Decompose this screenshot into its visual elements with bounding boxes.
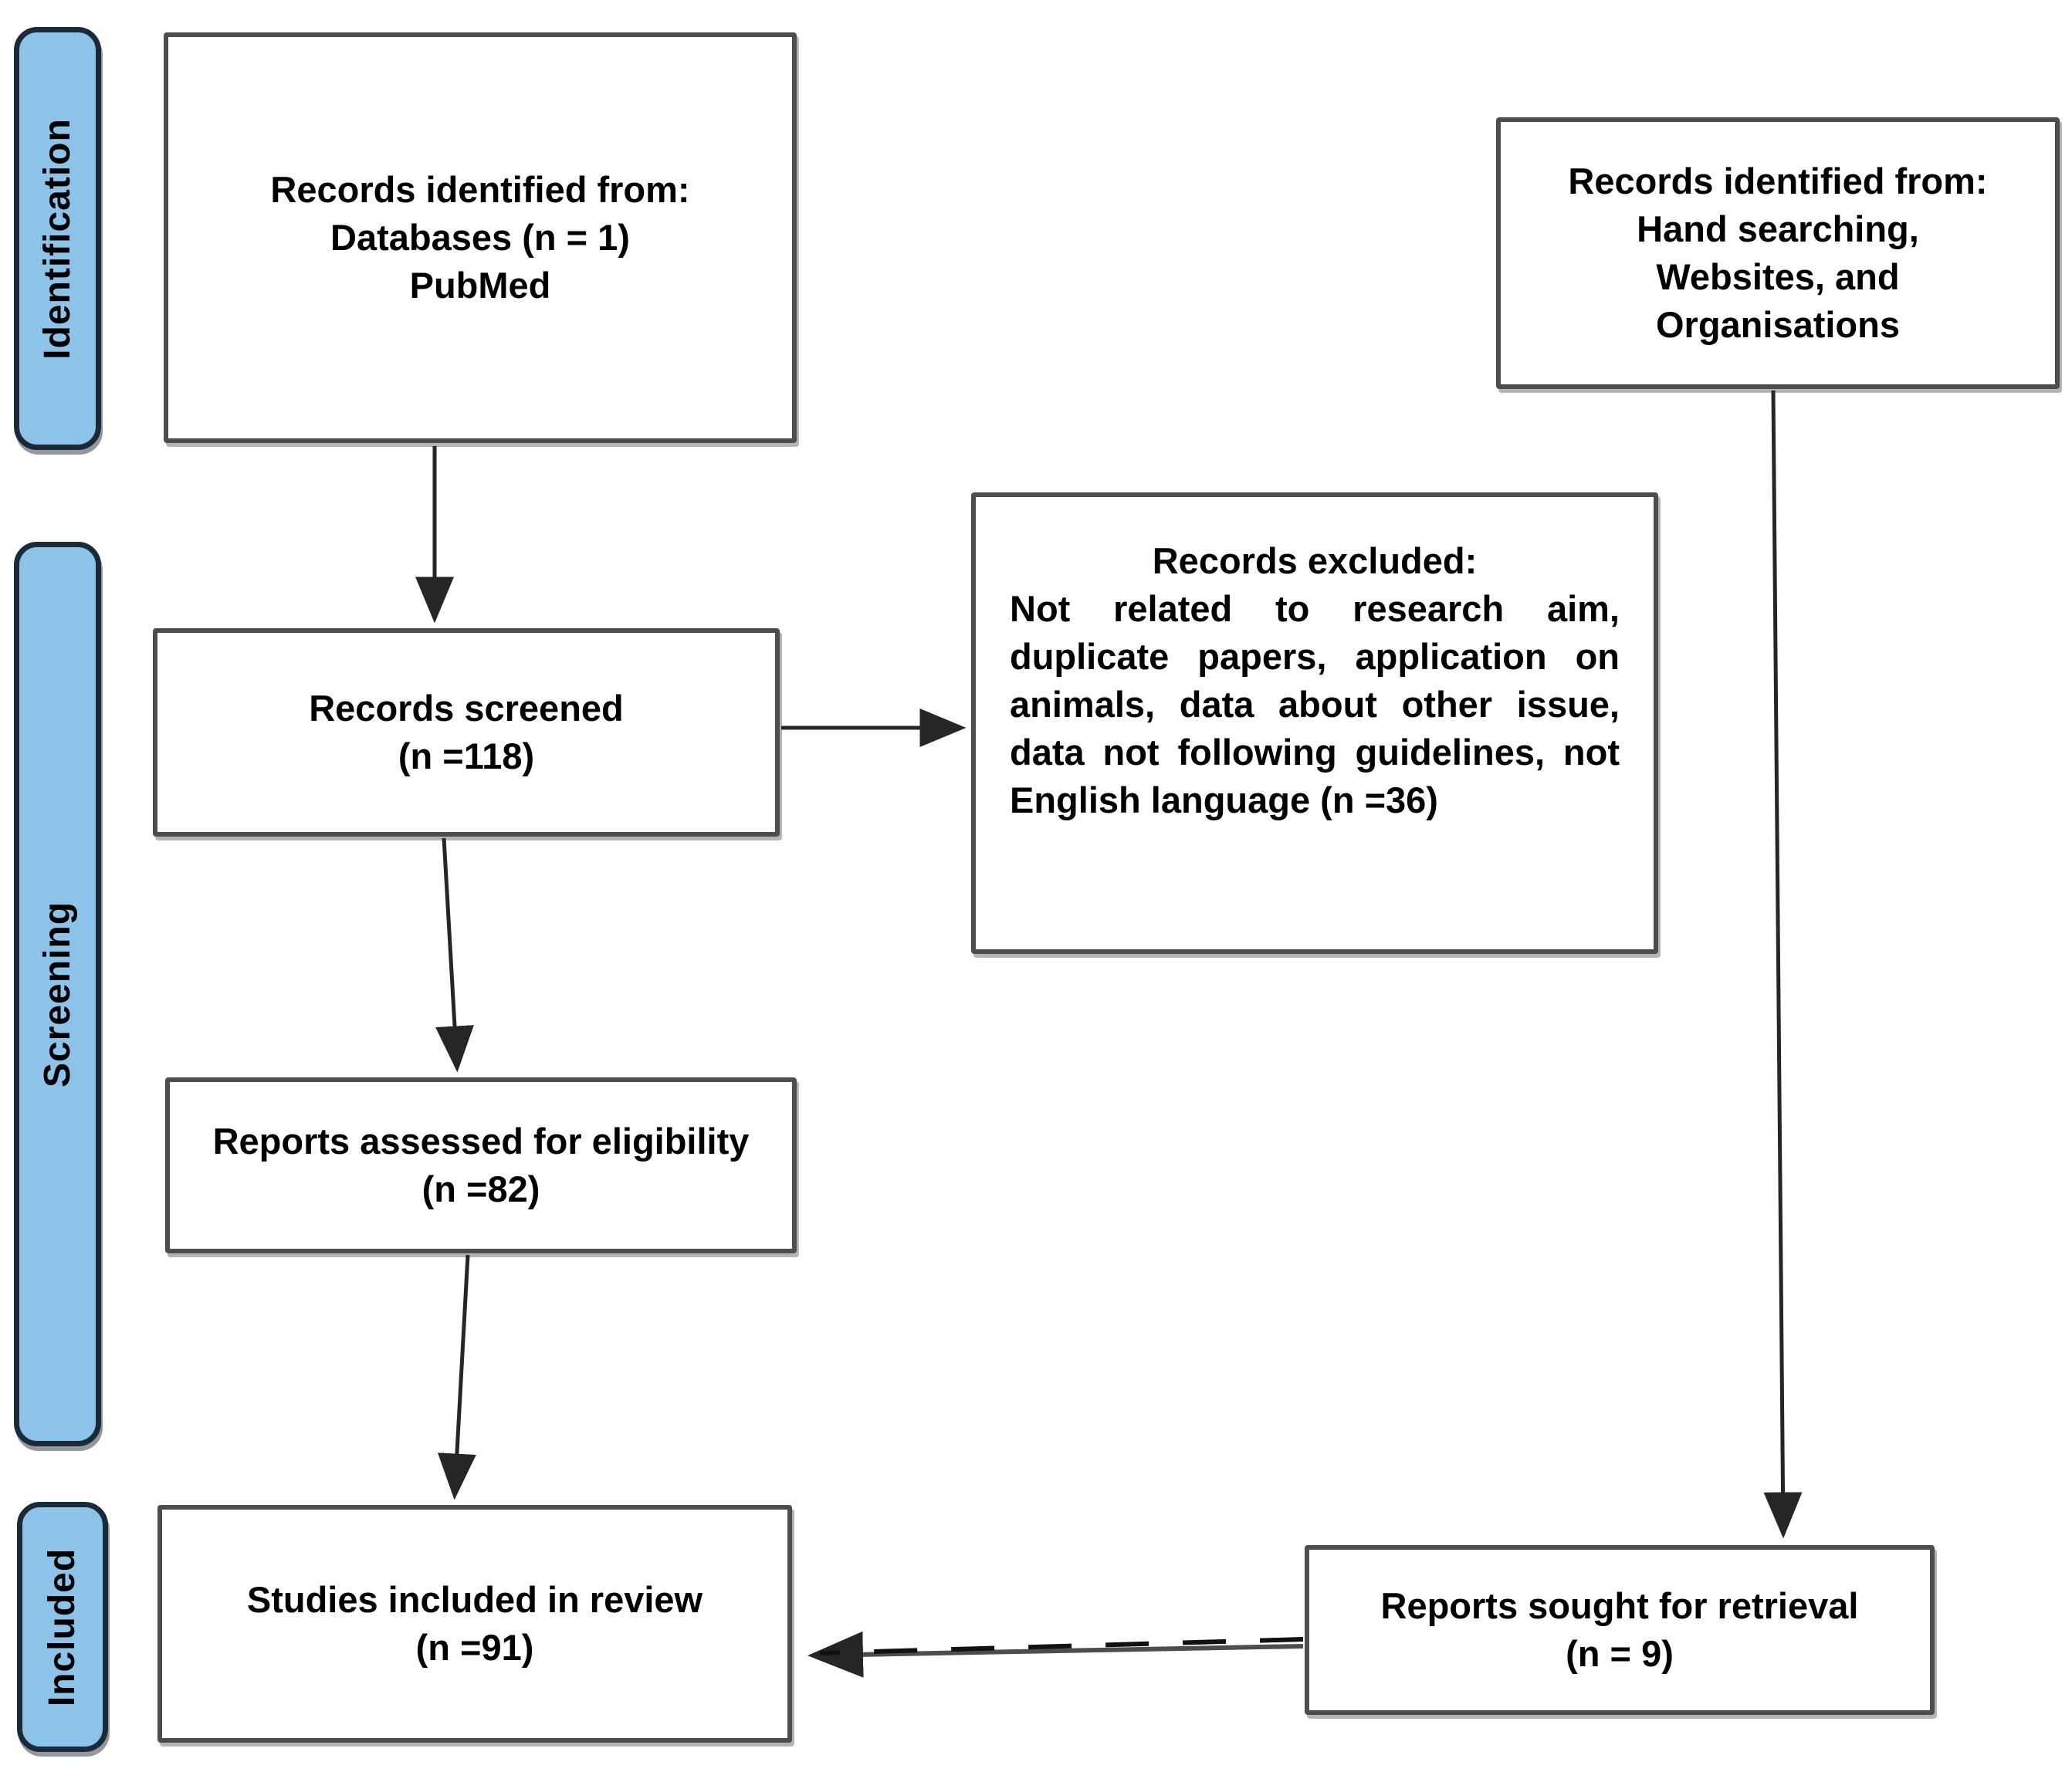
box-text-line: Hand searching, — [1637, 208, 1919, 249]
box-text-line: Reports assessed for eligibility — [212, 1120, 750, 1162]
stage-label-included: Included — [17, 1502, 108, 1752]
box-text-line: PubMed — [409, 265, 551, 306]
box-text-line: Organisations — [1655, 304, 1900, 346]
records-excluded-body: Not related to research aim, duplicate p… — [1010, 588, 1620, 821]
box-text-line: (n =91) — [415, 1627, 534, 1668]
arrow-assessed-to-included — [437, 1254, 476, 1500]
arrow-screened-to-assessed — [435, 837, 474, 1073]
records-excluded-title: Records excluded: — [1152, 540, 1478, 581]
box-text-line: Records identified from: — [1568, 160, 1988, 201]
arrow-sought-to-included-dash — [819, 1637, 1304, 1655]
box-records-identified-handsearch: Records identified from: Hand searching,… — [1496, 117, 2060, 389]
box-text-line: Records identified from: — [270, 168, 690, 210]
box-text-line: (n =82) — [422, 1168, 540, 1209]
stage-label-identification-text: Identification — [37, 117, 79, 360]
box-studies-included: Studies included in review (n =91) — [157, 1505, 792, 1743]
arrow-sought-to-included — [807, 1631, 1304, 1678]
stage-label-included-text: Included — [42, 1547, 83, 1706]
box-text-line: (n =118) — [398, 736, 535, 776]
stage-label-screening-text: Screening — [37, 901, 79, 1087]
box-text-line: Reports sought for retrieval — [1380, 1584, 1859, 1626]
box-text-line: Records screened — [309, 687, 624, 729]
stage-label-screening: Screening — [14, 542, 101, 1446]
box-records-screened: Records screened (n =118) — [153, 628, 780, 837]
box-reports-sought: Reports sought for retrieval (n = 9) — [1305, 1545, 1935, 1715]
stage-label-identification: Identification — [14, 27, 101, 450]
box-records-excluded: Records excluded: Not related to researc… — [971, 492, 1658, 954]
box-text-line: (n = 9) — [1566, 1633, 1674, 1674]
box-records-identified-databases: Records identified from: Databases (n = … — [164, 32, 797, 443]
box-text-line: Studies included in review — [246, 1578, 703, 1620]
arrow-handsearch-to-sought — [1763, 390, 1803, 1539]
box-text-line: Databases (n = 1) — [330, 216, 630, 258]
box-reports-assessed: Reports assessed for eligibility (n =82) — [165, 1077, 797, 1253]
box-text-line: Websites, and — [1656, 256, 1900, 297]
